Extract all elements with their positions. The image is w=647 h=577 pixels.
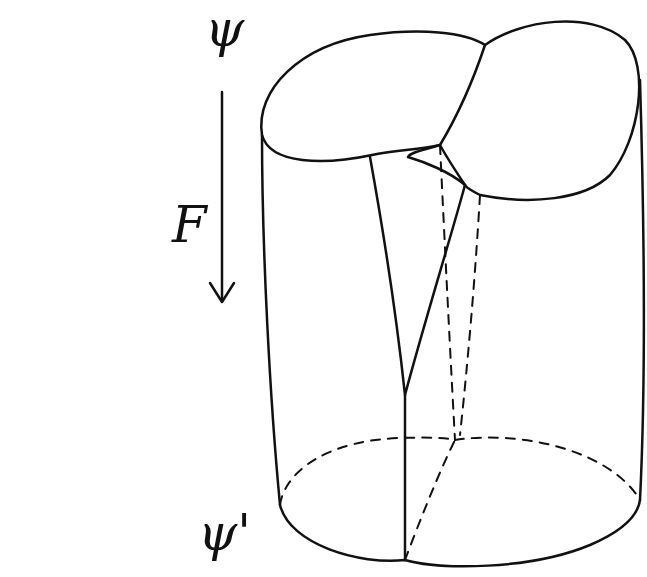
bottom-back <box>405 440 455 560</box>
arrow-head <box>210 283 234 302</box>
inner-seam <box>408 145 465 185</box>
top-left-boundary <box>261 32 485 161</box>
state-label: ψ <box>205 4 244 54</box>
morphism-label: F <box>172 200 207 250</box>
left-side <box>262 135 280 505</box>
bottom-front <box>280 500 640 566</box>
morphism-arrow <box>221 92 224 300</box>
hidden-seam <box>460 195 480 435</box>
front-seam <box>404 395 407 560</box>
saddle-front <box>370 157 465 395</box>
bottom-back <box>280 438 455 505</box>
right-side <box>640 80 644 500</box>
top-right-boundary <box>440 21 639 199</box>
state-label: ψ' <box>198 508 251 558</box>
hidden-seam <box>440 145 455 440</box>
bottom-back <box>455 438 640 501</box>
